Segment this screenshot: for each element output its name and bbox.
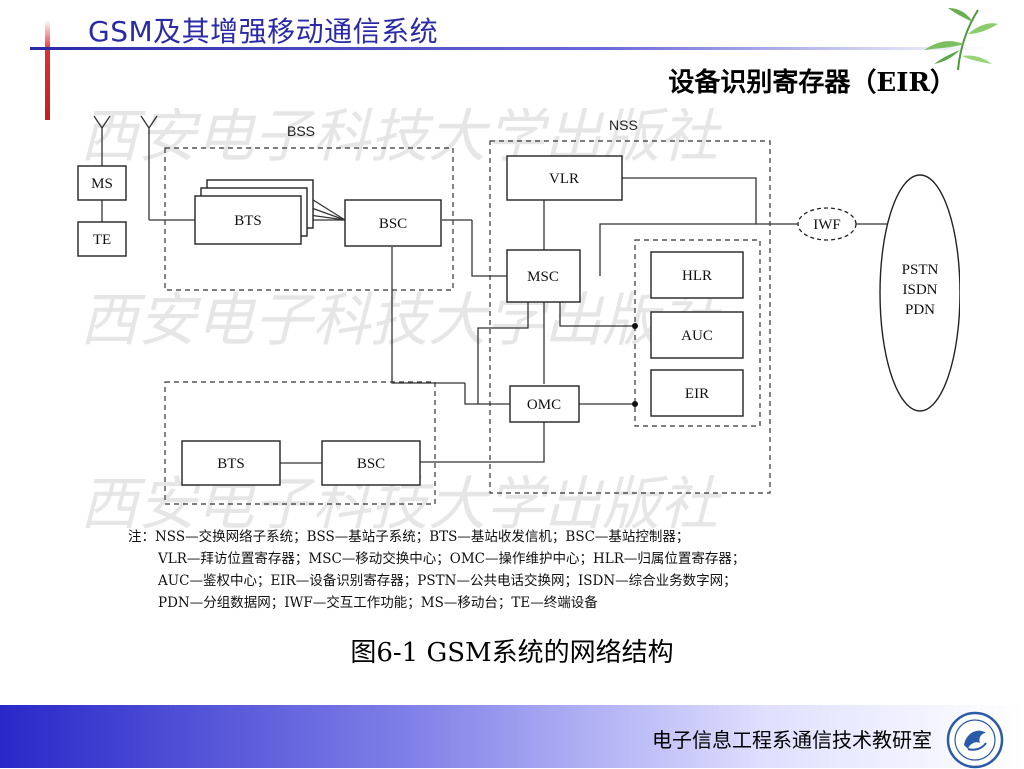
page-title: GSM及其增强移动通信系统 <box>88 15 439 48</box>
bts-bottom-label: BTS <box>217 456 245 472</box>
bss-group-label: BSS <box>287 123 315 139</box>
pstn-label: PSTN <box>902 262 939 278</box>
diagram-notes: 注：NSS—交换网络子系统；BSS—基站子系统；BTS—基站收发信机；BSC—基… <box>128 526 908 614</box>
bts-top-label: BTS <box>234 213 262 229</box>
university-logo-icon <box>946 711 1004 769</box>
gsm-network-diagram: 西安电子科技大学出版社 西安电子科技大学出版社 西安电子科技大学出版社 BSS … <box>77 108 960 528</box>
vlr-label: VLR <box>549 171 579 187</box>
iwf-label: IWF <box>813 217 841 233</box>
te-box <box>77 221 127 257</box>
msc-box <box>506 249 581 303</box>
te-label: TE <box>93 232 111 248</box>
bsc-top-label: BSC <box>379 216 407 232</box>
isdn-label: ISDN <box>902 282 937 298</box>
vlr-box <box>506 155 623 201</box>
footer-text: 电子信息工程系通信技术教研室 <box>652 728 932 752</box>
watermark-text: 西安电子科技大学出版社 <box>80 288 723 353</box>
ms-box <box>77 165 127 201</box>
omc-label: OMC <box>527 397 561 413</box>
nss-group <box>489 140 771 494</box>
bss-group-top <box>164 147 454 291</box>
bss-group-bottom <box>164 381 436 505</box>
hlr-label: HLR <box>682 268 712 284</box>
note-line: VLR—拜访位置寄存器；MSC—移动交换中心；OMC—操作维护中心；HLR—归属… <box>158 551 746 567</box>
title-underline <box>30 47 990 50</box>
pdn-label: PDN <box>905 302 935 318</box>
eir-label: EIR <box>685 386 709 402</box>
ms-label: MS <box>91 176 113 192</box>
bsc-bottom-box <box>321 440 421 486</box>
hlr-auc-eir-group <box>634 239 761 427</box>
eir-box <box>650 369 744 417</box>
bsc-top-box <box>344 199 442 247</box>
external-networks-node <box>879 174 960 412</box>
iwf-node <box>797 207 857 241</box>
bsc-bottom-label: BSC <box>357 456 385 472</box>
left-accent-bar <box>45 20 50 120</box>
bts-bottom-box <box>181 440 281 486</box>
note-line: 注：NSS—交换网络子系统；BSS—基站子系统；BTS—基站收发信机；BSC—基… <box>128 529 690 545</box>
nss-group-label: NSS <box>609 117 638 133</box>
omc-box <box>509 385 580 423</box>
section-heading: 设备识别寄存器（EIR） <box>668 68 956 98</box>
footer-bar <box>0 705 1024 768</box>
note-line: AUC—鉴权中心；EIR—设备识别寄存器；PSTN—公共电话交换网；ISDN—综… <box>158 573 737 589</box>
auc-box <box>650 311 744 359</box>
hlr-box <box>650 251 744 299</box>
figure-caption: 图6-1 GSM系统的网络结构 <box>350 638 674 668</box>
bts-top-box <box>194 195 302 245</box>
msc-label: MSC <box>527 269 559 285</box>
note-line: PDN—分组数据网；IWF—交互工作功能；MS—移动台；TE—终端设备 <box>158 595 598 611</box>
auc-label: AUC <box>681 328 713 344</box>
bamboo-leaf-icon <box>924 8 998 71</box>
